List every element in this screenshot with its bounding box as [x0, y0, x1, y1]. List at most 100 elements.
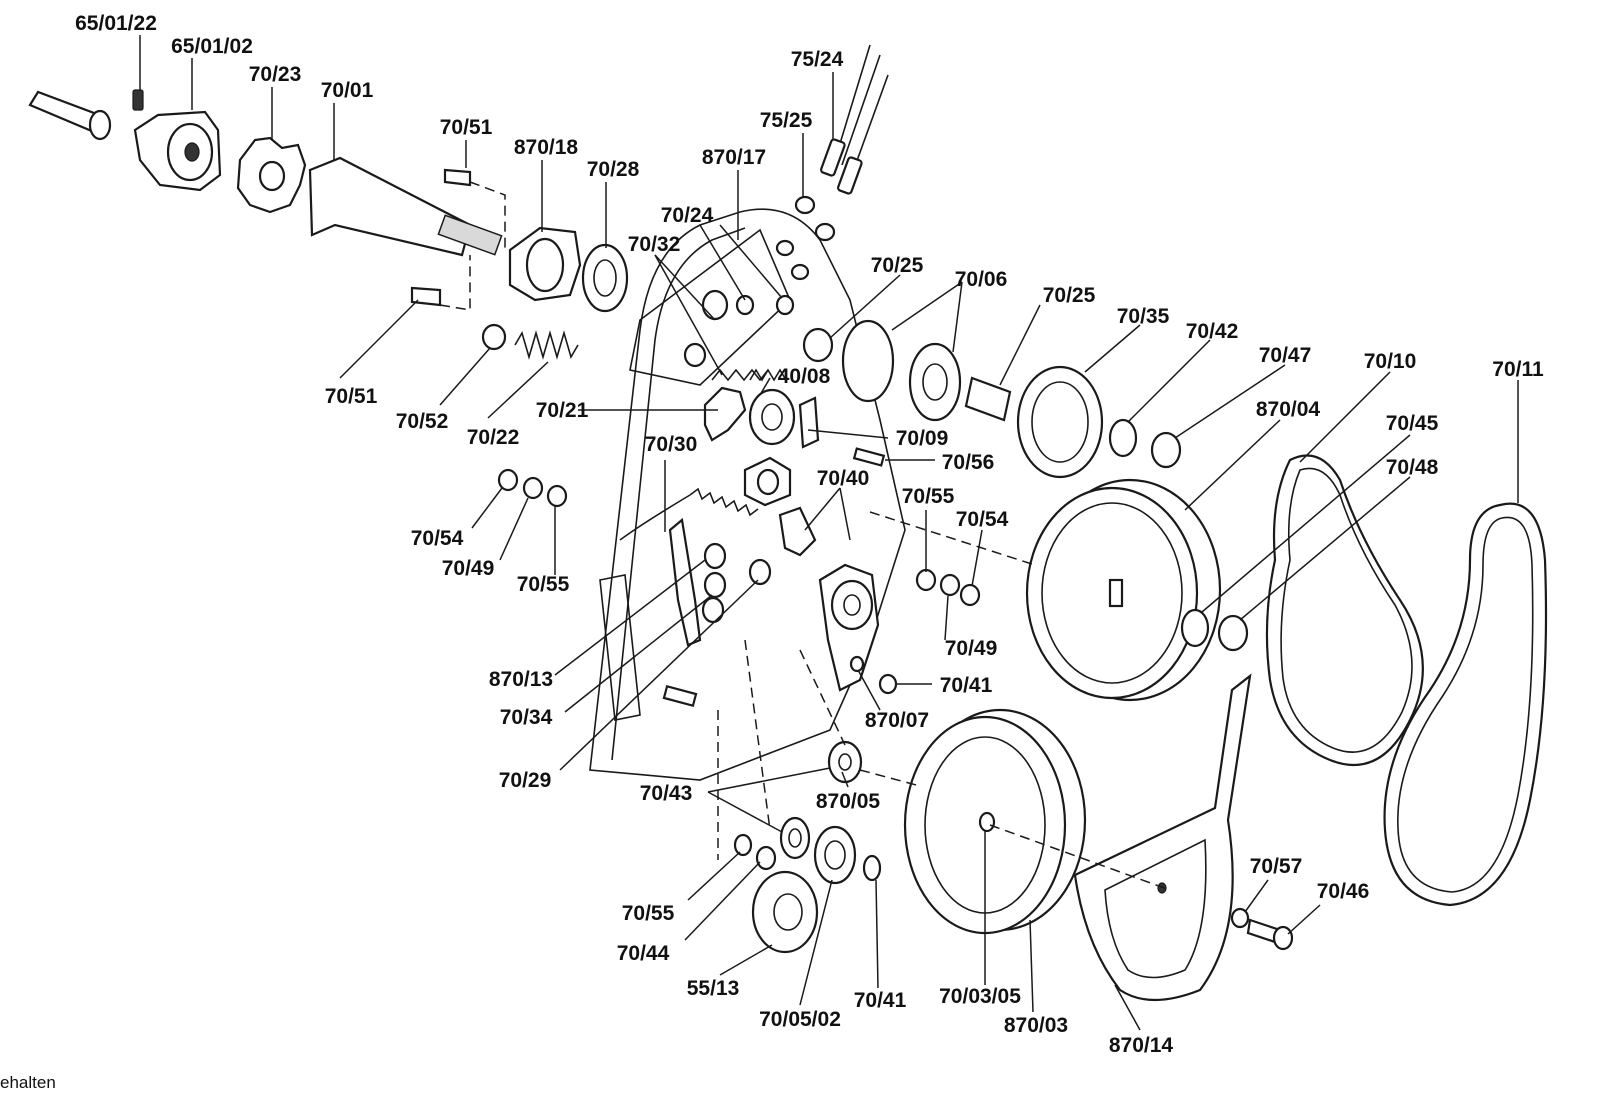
- label-70-03-05: 70/03/05: [939, 985, 1021, 1008]
- spring-a: [711, 368, 769, 382]
- set-screw: [132, 89, 144, 111]
- label-70-51-top: 70/51: [440, 116, 493, 139]
- label-70-56: 70/56: [942, 451, 995, 474]
- spring-70-30: [689, 487, 759, 517]
- label-70-51-bottom: 70/51: [325, 385, 378, 408]
- label-70-28: 70/28: [587, 158, 640, 181]
- belt-70-11: [1383, 502, 1548, 907]
- housing-bracket: [629, 228, 791, 386]
- clip-70-41: [862, 854, 882, 882]
- label-70-32: 70/32: [628, 233, 681, 256]
- label-70-57: 70/57: [1250, 855, 1303, 878]
- label-70-05-02: 70/05/02: [759, 1008, 841, 1031]
- housing-lower-slot: [599, 574, 641, 721]
- label-70-41-a: 70/41: [940, 674, 993, 697]
- label-75-25: 75/25: [760, 109, 813, 132]
- housing-inner-edge: [611, 227, 746, 761]
- label-70-11: 70/11: [1492, 358, 1544, 381]
- label-70-10: 70/10: [1364, 350, 1417, 373]
- washer-70-55-left: [546, 484, 568, 508]
- bracket-70-09: [798, 396, 820, 449]
- label-70-54-b: 70/54: [411, 527, 464, 550]
- footer-text: ehalten: [0, 1073, 56, 1092]
- pulley-70-06-a: [841, 319, 895, 403]
- label-65-01-22: 65/01/22: [75, 12, 157, 35]
- spring-b: [749, 368, 787, 382]
- compression-spring: [514, 330, 579, 360]
- label-70-41-b: 70/41: [854, 989, 907, 1012]
- drive-shaft: [308, 156, 472, 257]
- label-870-07: 870/07: [865, 709, 929, 732]
- nut-70-47: [1150, 431, 1182, 469]
- label-70-55-a: 70/55: [902, 485, 955, 508]
- label-75-24: 75/24: [791, 48, 844, 71]
- pulley-70-35: [1016, 365, 1104, 479]
- label-70-55-b: 70/55: [517, 573, 570, 596]
- spacer-70-25: [964, 376, 1012, 422]
- label-70-35: 70/35: [1117, 305, 1170, 328]
- part-labels: 65/01/22 65/01/02 70/23 70/01 70/51 870/…: [75, 12, 1544, 1057]
- washer-70-43-a: [827, 740, 863, 784]
- label-70-23: 70/23: [249, 63, 302, 86]
- housing-plate: [589, 208, 906, 781]
- shaft-assembly: [28, 89, 629, 313]
- idler-40-08: [748, 388, 796, 446]
- label-70-52: 70/52: [396, 410, 449, 433]
- label-870-17: 870/17: [702, 146, 766, 169]
- label-65-01-02: 65/01/02: [171, 35, 253, 58]
- label-870-03: 870/03: [1004, 1014, 1068, 1037]
- label-40-08: 40/08: [778, 365, 831, 388]
- label-70-47: 70/47: [1259, 344, 1312, 367]
- label-70-24: 70/24: [661, 204, 714, 227]
- label-70-43: 70/43: [640, 782, 693, 805]
- label-870-05: 870/05: [816, 790, 881, 813]
- belt-70-10: [1265, 454, 1424, 767]
- washer-70-54-left: [497, 468, 519, 492]
- nut-70-48: [1217, 614, 1249, 652]
- label-870-18: 870/18: [514, 136, 579, 159]
- label-70-25-b: 70/25: [1043, 284, 1096, 307]
- pulley-70-06-b: [908, 342, 962, 422]
- arm-870-13: [668, 517, 702, 647]
- label-870-14: 870/14: [1109, 1034, 1174, 1057]
- label-70-21: 70/21: [536, 399, 589, 422]
- label-70-34: 70/34: [500, 706, 553, 729]
- gear-870-05: [813, 825, 857, 885]
- control-cables: [775, 44, 889, 281]
- tension-mechanism: [481, 289, 886, 708]
- label-70-06: 70/06: [955, 268, 1008, 291]
- ball-bearing: [581, 243, 629, 313]
- label-70-46: 70/46: [1317, 880, 1370, 903]
- label-70-54-a: 70/54: [956, 508, 1009, 531]
- label-70-49-a: 70/49: [442, 557, 495, 580]
- label-70-25-a: 70/25: [871, 254, 924, 277]
- nut-70-52: [481, 323, 507, 351]
- label-70-01: 70/01: [321, 79, 374, 102]
- label-55-13: 55/13: [687, 977, 740, 1000]
- label-870-13: 870/13: [489, 668, 553, 691]
- screw-70-56: [852, 447, 886, 467]
- bushing-70-25: [802, 327, 834, 363]
- lever-70-21: [703, 386, 747, 442]
- washer-70-43-b: [779, 816, 811, 860]
- label-70-40: 70/40: [817, 467, 870, 490]
- label-70-30: 70/30: [645, 433, 698, 456]
- gear-55-13: [751, 870, 819, 954]
- label-70-09: 70/09: [896, 427, 949, 450]
- washer-70-49-left: [522, 476, 544, 500]
- label-70-44: 70/44: [617, 942, 670, 965]
- label-870-04: 870/04: [1256, 398, 1321, 421]
- washer-70-57: [1230, 907, 1250, 929]
- label-70-22: 70/22: [467, 426, 520, 449]
- label-70-55-c: 70/55: [622, 902, 675, 925]
- washer-70-45: [1180, 608, 1210, 648]
- label-70-29: 70/29: [499, 769, 552, 792]
- label-70-45: 70/45: [1386, 412, 1439, 435]
- leader-lines: [139, 35, 1519, 1031]
- drawing: [28, 44, 1548, 1002]
- label-70-42: 70/42: [1186, 320, 1239, 343]
- label-70-49-b: 70/49: [945, 637, 998, 660]
- washer-70-42: [1108, 418, 1138, 458]
